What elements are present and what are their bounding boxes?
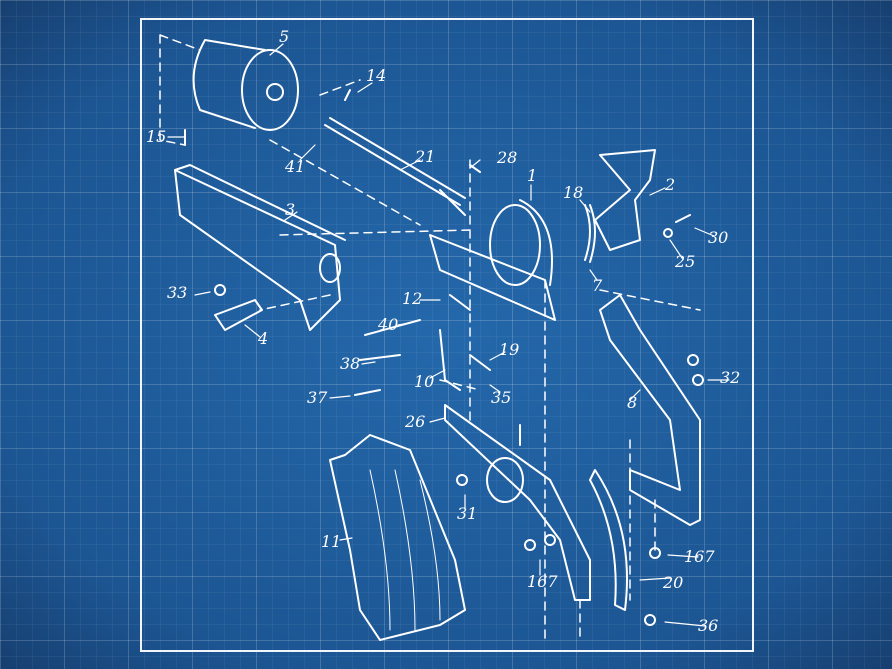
hammer-part-2	[594, 149, 656, 251]
leader-lines	[167, 43, 730, 627]
grip-part-11	[329, 434, 466, 641]
part-label-167-right: 167	[684, 547, 715, 566]
spring-part-18	[584, 204, 596, 263]
backstrap-part-20	[589, 469, 628, 611]
part-label-4: 4	[258, 329, 269, 348]
part-label-26: 26	[405, 412, 426, 431]
part-label-36: 36	[698, 616, 719, 635]
frame-part-3	[174, 164, 346, 331]
part-label-15: 15	[146, 127, 167, 146]
part-label-10: 10	[414, 372, 435, 391]
receiver-part-1	[429, 199, 556, 321]
part-label-31: 31	[457, 504, 478, 523]
part-label-18: 18	[563, 183, 584, 202]
cylinder-part-5	[192, 39, 299, 131]
part-label-41: 41	[285, 157, 306, 176]
part-label-38: 38	[340, 354, 361, 373]
blueprint-frame	[140, 18, 754, 652]
dashed-assembly-lines	[159, 34, 701, 641]
part-label-7: 7	[592, 276, 603, 295]
part-label-19: 19	[499, 340, 520, 359]
part-label-3: 3	[285, 200, 296, 219]
part-label-28: 28	[497, 148, 518, 167]
part-label-37: 37	[307, 388, 328, 407]
part-label-1: 1	[527, 166, 538, 185]
part-label-33: 33	[167, 283, 188, 302]
part-label-21: 21	[415, 147, 436, 166]
part-label-40: 40	[378, 315, 399, 334]
part-label-20: 20	[663, 573, 684, 592]
part-label-5: 5	[279, 27, 290, 46]
part-label-11: 11	[321, 532, 342, 551]
part-label-30: 30	[708, 228, 729, 247]
part-label-35: 35	[491, 388, 512, 407]
part-label-167-bottom: 167	[527, 572, 558, 591]
part-label-2: 2	[665, 175, 676, 194]
loading-gate-part-4	[214, 299, 263, 331]
barrel-part-21	[324, 117, 466, 216]
part-label-25: 25	[675, 252, 696, 271]
part-label-8: 8	[627, 393, 638, 412]
trigger-guard-part-26	[444, 404, 591, 601]
grip-frame-part-8	[599, 294, 701, 526]
screws-and-pins	[184, 89, 704, 626]
part-label-14: 14	[366, 66, 387, 85]
part-label-12: 12	[402, 289, 423, 308]
part-label-32: 32	[720, 368, 741, 387]
